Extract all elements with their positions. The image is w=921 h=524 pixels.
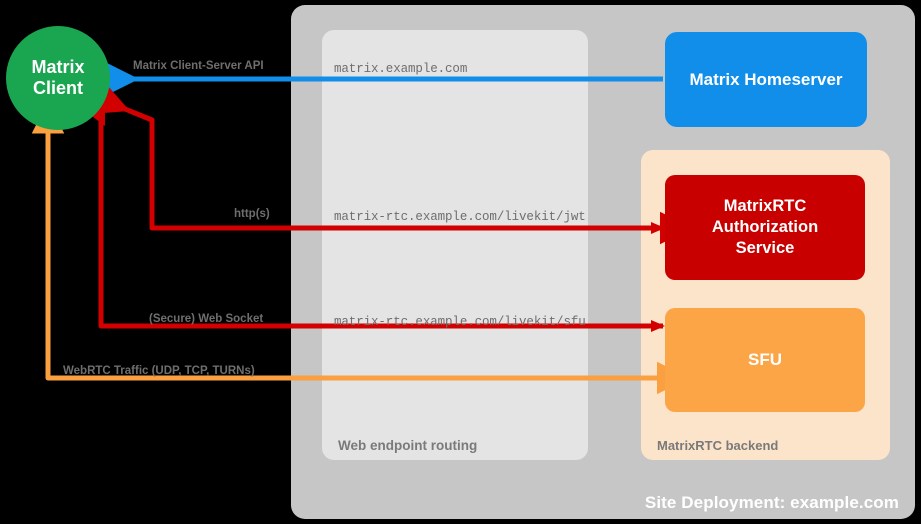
web-endpoint-routing-label: Web endpoint routing — [338, 438, 478, 453]
edge-label-webrtc-traffic: WebRTC Traffic (UDP, TCP, TURNs) — [63, 365, 255, 377]
matrix-homeserver-label: Matrix Homeserver — [689, 69, 843, 89]
site-deployment-label: Site Deployment: example.com — [644, 493, 899, 512]
endpoint-label-matrix-example-com: matrix.example.com — [334, 62, 468, 76]
matrix-client-label-line2: Client — [32, 78, 83, 98]
node-matrix-client[interactable]: Matrix Client — [6, 26, 110, 130]
auth-service-label-line1: MatrixRTC — [723, 196, 807, 215]
endpoint-label-livekit-sfu: matrix-rtc.example.com/livekit/sfu — [334, 315, 586, 329]
matrixrtc-backend-label: MatrixRTC backend — [657, 438, 779, 453]
edge-webrtc-traffic — [31, 100, 690, 395]
matrix-client-label-line1: Matrix — [31, 56, 85, 77]
node-matrix-homeserver[interactable]: Matrix Homeserver — [665, 32, 867, 127]
edge-label-matrix-client-server-api: Matrix Client-Server API — [133, 60, 264, 72]
endpoint-label-livekit-jwt: matrix-rtc.example.com/livekit/jwt — [334, 210, 586, 224]
node-sfu[interactable]: SFU — [665, 308, 865, 412]
node-matrixrtc-authorization-service[interactable]: MatrixRTC Authorization Service — [665, 175, 865, 280]
auth-service-label-line3: Service — [735, 239, 795, 258]
sfu-label: SFU — [748, 350, 782, 369]
edge-label-https: http(s) — [234, 208, 270, 220]
edge-label-secure-web-socket: (Secure) Web Socket — [149, 313, 264, 325]
auth-service-label-line2: Authorization — [711, 217, 819, 236]
